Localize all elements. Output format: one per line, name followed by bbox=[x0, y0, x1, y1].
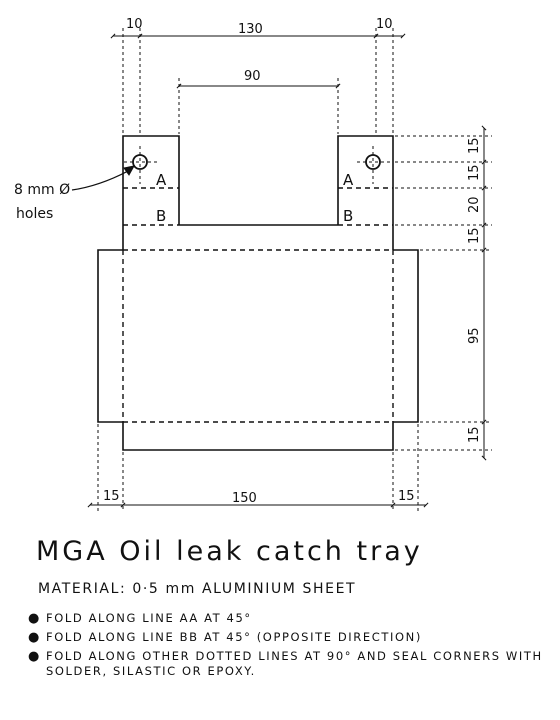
right-tab-outline bbox=[337, 135, 394, 250]
notes-block: MGA Oil leak catch tray MATERIAL: 0·5 mm… bbox=[28, 536, 558, 683]
bullet-icon: ● bbox=[28, 649, 41, 664]
dim-right-5: 95 bbox=[467, 327, 482, 344]
bullet-icon: ● bbox=[28, 611, 41, 626]
dim-right-3: 20 bbox=[467, 196, 482, 213]
hole-leader bbox=[71, 165, 135, 191]
dim-bottom-left: 15 bbox=[103, 489, 120, 504]
material-spec: MATERIAL: 0·5 mm ALUMINIUM SHEET bbox=[38, 581, 357, 597]
drawing-title: MGA Oil leak catch tray bbox=[36, 536, 423, 567]
tray-outline bbox=[97, 135, 419, 451]
bottom-dimensions bbox=[87, 424, 429, 512]
dim-bottom-right: 15 bbox=[398, 489, 415, 504]
hole-callout-holes: holes bbox=[16, 206, 53, 222]
dim-top-width: 130 bbox=[238, 22, 263, 37]
dim-bottom-width: 150 bbox=[232, 491, 257, 506]
dim-right-4: 15 bbox=[467, 227, 482, 244]
list-item: ● FOLD ALONG OTHER DOTTED LINES AT 90° AN… bbox=[28, 649, 558, 679]
dim-right-2: 15 bbox=[467, 164, 482, 181]
instruction-text: FOLD ALONG LINE AA AT 45° bbox=[46, 611, 252, 625]
fold-lines bbox=[122, 187, 394, 423]
body-top-edge bbox=[97, 249, 419, 451]
top-dimensions bbox=[110, 28, 406, 134]
list-item: ● FOLD ALONG LINE BB AT 45° (OPPOSITE DIR… bbox=[28, 630, 558, 645]
instruction-list: ● FOLD ALONG LINE AA AT 45° ● FOLD ALONG L… bbox=[28, 611, 558, 679]
instruction-text: FOLD ALONG LINE BB AT 45° (OPPOSITE DIRE… bbox=[46, 630, 422, 644]
instruction-text: FOLD ALONG OTHER DOTTED LINES AT 90° AND… bbox=[46, 649, 543, 678]
hole-callout-size: 8 mm Ø bbox=[14, 182, 70, 198]
dim-top-right-flange: 10 bbox=[376, 17, 393, 32]
dim-cutout-width: 90 bbox=[244, 69, 261, 84]
list-item: ● FOLD ALONG LINE AA AT 45° bbox=[28, 611, 558, 626]
dim-right-1: 15 bbox=[467, 137, 482, 154]
left-tab-outline bbox=[122, 135, 180, 250]
mounting-holes bbox=[124, 146, 390, 184]
fold-label-left-a: A bbox=[156, 171, 167, 189]
dim-right-6: 15 bbox=[467, 426, 482, 443]
right-dimensions bbox=[395, 125, 492, 461]
fold-label-left-b: B bbox=[156, 207, 166, 225]
fold-label-right-b: B bbox=[343, 207, 353, 225]
bullet-icon: ● bbox=[28, 630, 41, 645]
fold-label-right-a: A bbox=[343, 171, 354, 189]
dim-top-left-flange: 10 bbox=[126, 17, 143, 32]
